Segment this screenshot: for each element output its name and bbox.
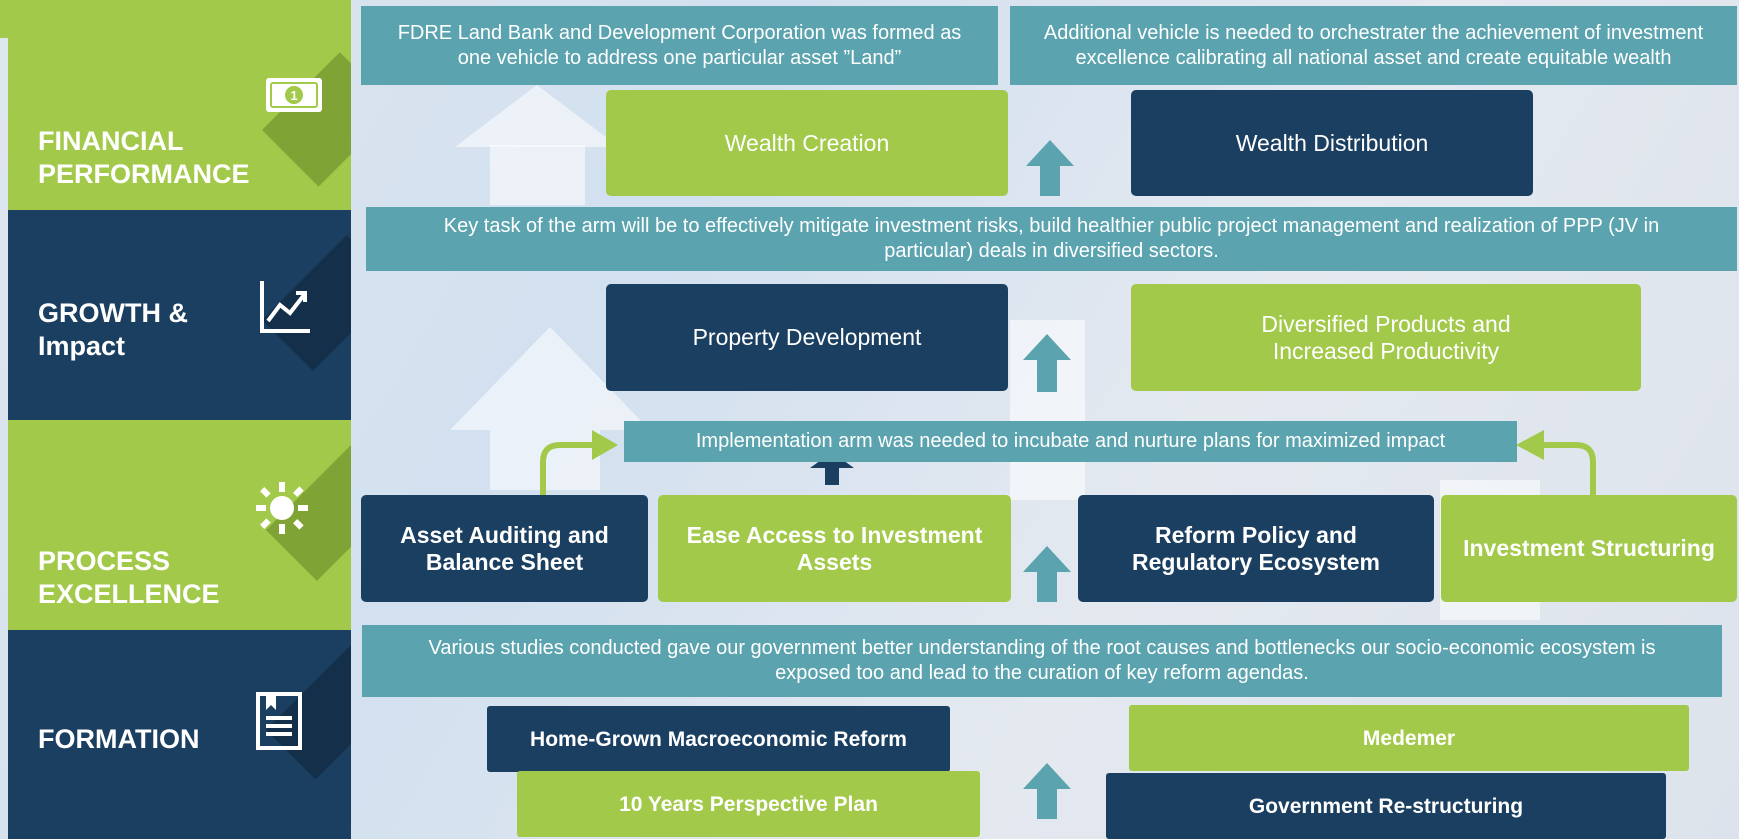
diversified-products-box: Diversified Products and Increased Produ… bbox=[1131, 284, 1641, 391]
band-title-line: EXCELLENCE bbox=[38, 579, 220, 609]
background-arrow-head bbox=[455, 85, 619, 147]
band-title-line: Impact bbox=[38, 331, 126, 361]
ten-years-plan-box: 10 Years Perspective Plan bbox=[517, 771, 980, 837]
band-growth-impact: GROWTH & Impact bbox=[8, 210, 351, 420]
wealth-creation-box: Wealth Creation bbox=[606, 90, 1008, 196]
process-note: Implementation arm was needed to incubat… bbox=[624, 421, 1517, 462]
band-title-line: FINANCIAL bbox=[38, 126, 184, 156]
reform-policy-box: Reform Policy and Regulatory Ecosystem bbox=[1078, 495, 1434, 602]
home-grown-reform-box: Home-Grown Macroeconomic Reform bbox=[487, 706, 950, 772]
financial-note-right: Additional vehicle is needed to orchestr… bbox=[1010, 6, 1737, 85]
background-arrow bbox=[490, 145, 585, 205]
up-arrow-icon bbox=[1023, 546, 1071, 602]
document-icon bbox=[256, 692, 302, 750]
top-left-corner-tab bbox=[0, 0, 152, 38]
band-title-growth: GROWTH & Impact bbox=[38, 297, 188, 363]
property-development-box: Property Development bbox=[606, 284, 1008, 391]
band-title-financial: FINANCIAL PERFORMANCE bbox=[38, 125, 250, 191]
up-arrow-icon bbox=[1023, 763, 1071, 819]
formation-note: Various studies conducted gave our gover… bbox=[362, 625, 1722, 697]
svg-text:1: 1 bbox=[290, 88, 297, 103]
government-restructuring-box: Government Re-structuring bbox=[1106, 773, 1666, 839]
band-process-excellence: PROCESS EXCELLENCE bbox=[8, 420, 351, 630]
banknote-icon: 1 bbox=[266, 78, 322, 112]
line-chart-icon bbox=[260, 281, 310, 333]
band-title-line: GROWTH & bbox=[38, 298, 188, 328]
asset-auditing-box: Asset Auditing and Balance Sheet bbox=[361, 495, 648, 602]
up-arrow-icon bbox=[1023, 334, 1071, 392]
medemer-box: Medemer bbox=[1129, 705, 1689, 771]
investment-structuring-box: Investment Structuring bbox=[1441, 495, 1737, 602]
band-title-line: PROCESS bbox=[38, 546, 171, 576]
up-arrow-icon bbox=[1026, 140, 1074, 196]
growth-note: Key task of the arm will be to effective… bbox=[366, 207, 1737, 271]
band-title-line: PERFORMANCE bbox=[38, 159, 250, 189]
financial-note-left: FDRE Land Bank and Development Corporati… bbox=[361, 6, 998, 85]
band-title-formation: FORMATION bbox=[38, 670, 199, 809]
gear-icon bbox=[256, 482, 308, 534]
wealth-distribution-box: Wealth Distribution bbox=[1131, 90, 1533, 196]
band-title-process: PROCESS EXCELLENCE bbox=[38, 545, 220, 611]
band-title-line: FORMATION bbox=[38, 724, 200, 754]
ease-access-box: Ease Access to Investment Assets bbox=[658, 495, 1011, 602]
band-formation: FORMATION bbox=[8, 630, 351, 839]
